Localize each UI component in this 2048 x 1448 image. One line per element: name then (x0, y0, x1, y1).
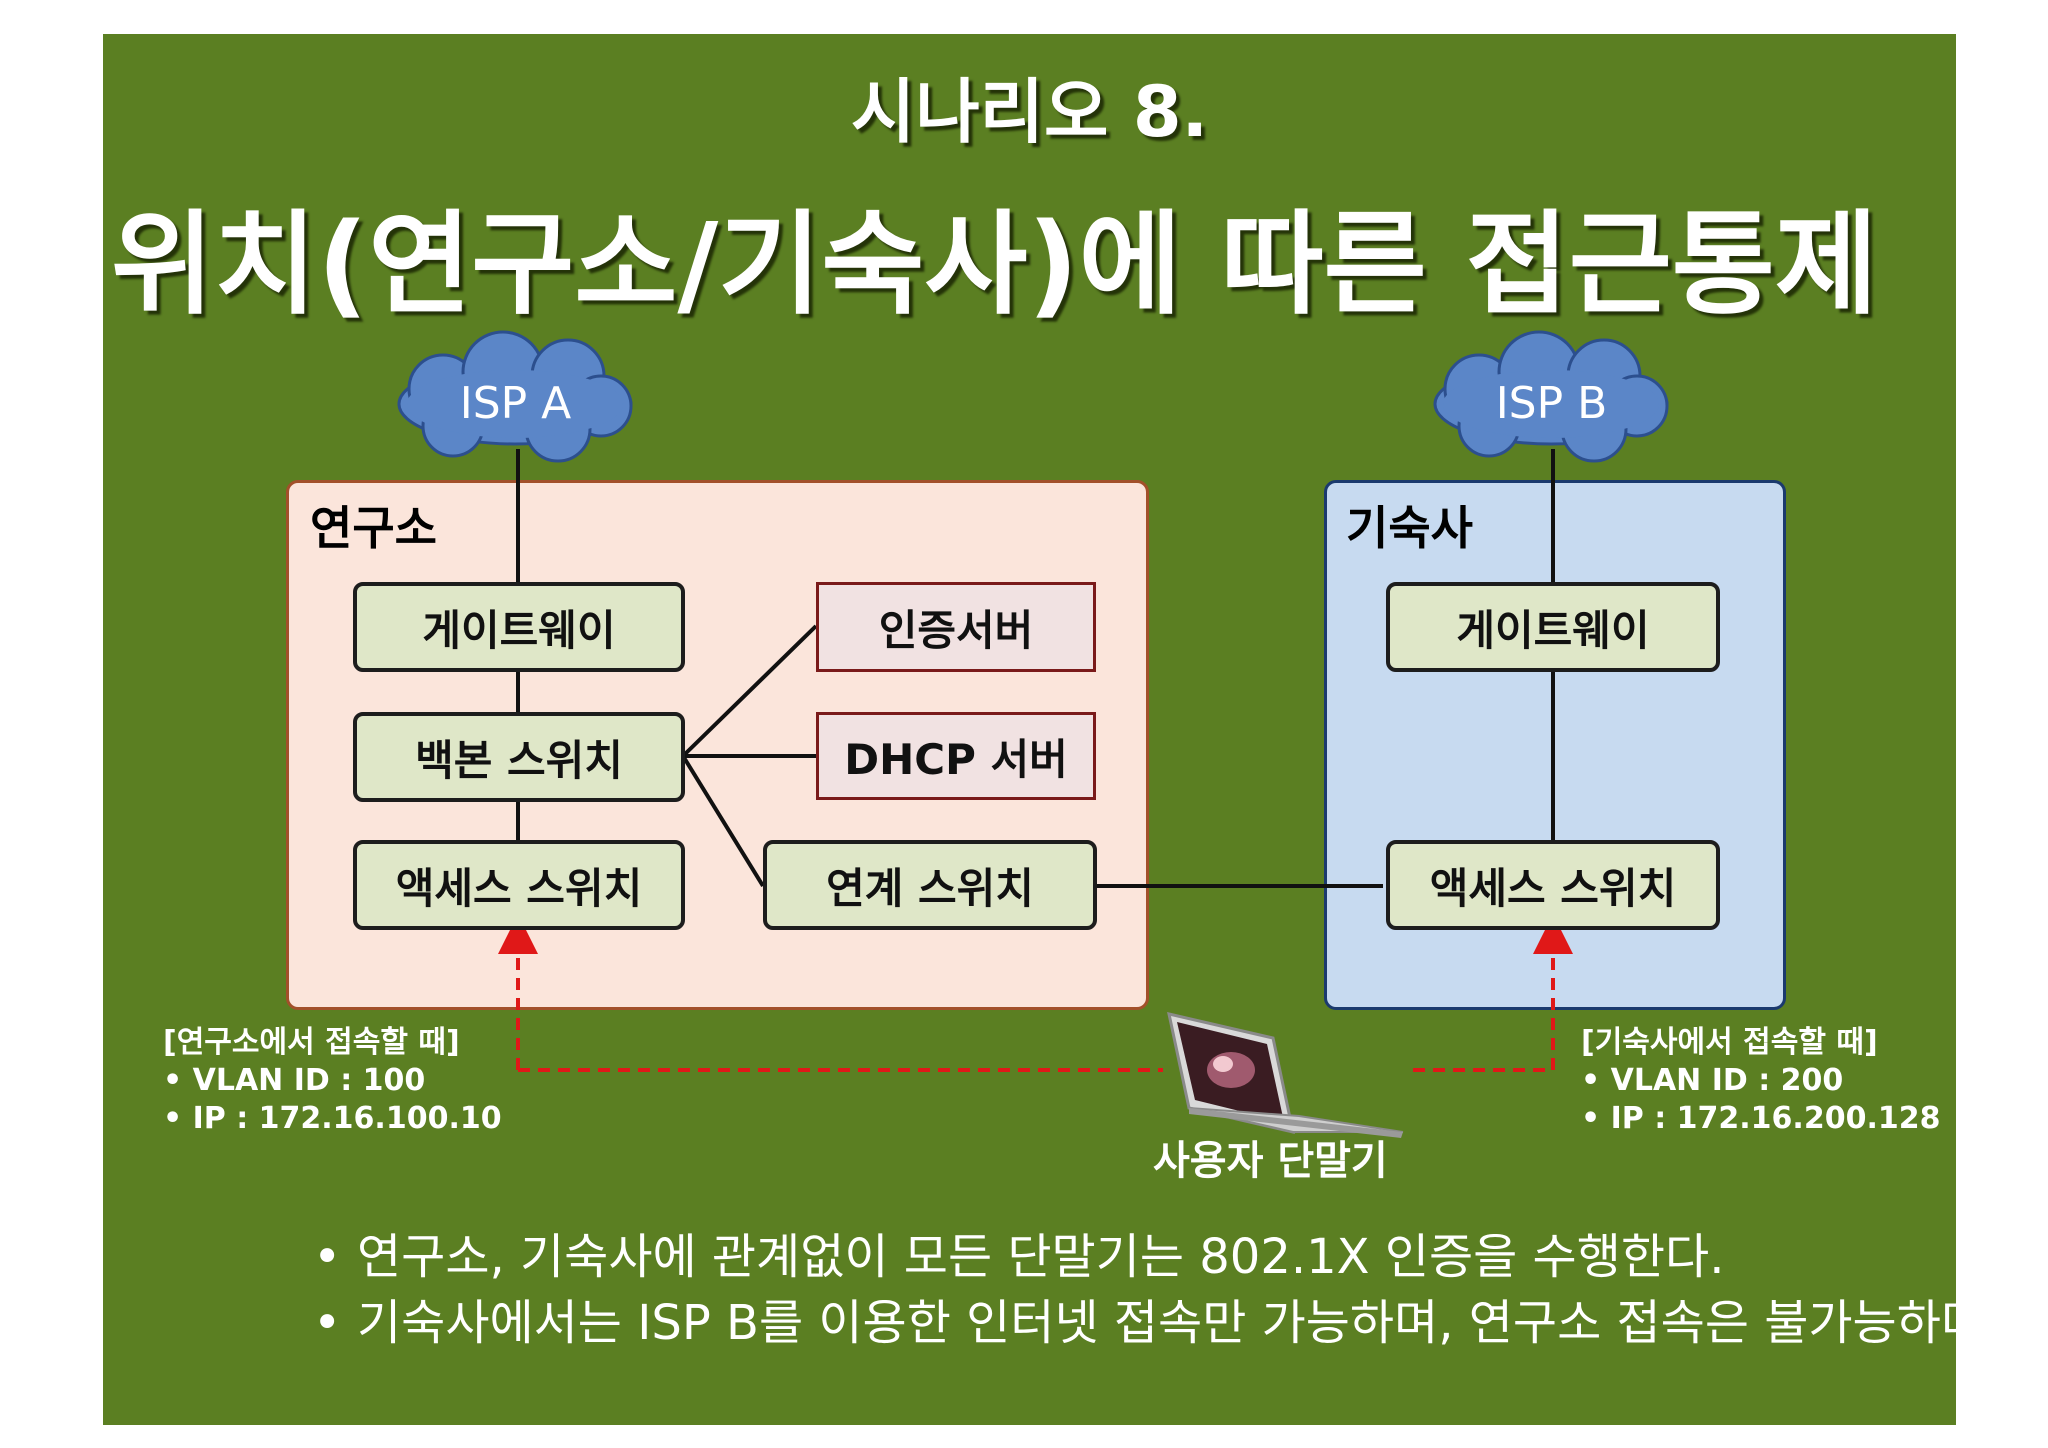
isp-b-cloud-icon (1433, 330, 1669, 463)
isp-a-label: ISP A (459, 378, 572, 429)
dorm-info-heading: [기숙사에서 접속할 때] (1581, 1025, 1878, 1060)
auth-server-node: 인증서버 (816, 582, 1096, 672)
link-switch-node: 연계 스위치 (763, 840, 1097, 930)
bullet-text-2: 기숙사에서는 ISP B를 이용한 인터넷 접속만 가능하며, 연구소 접속은 … (357, 1295, 1956, 1351)
dorm-info-vlan: • VLAN ID : 200 (1581, 1063, 1844, 1098)
network-diagram-graphics (397, 330, 1669, 1138)
slide-title-line1: 시나리오 8. (850, 71, 1209, 153)
isp-b-label: ISP B (1495, 378, 1608, 429)
lab-info-vlan: • VLAN ID : 100 (163, 1063, 426, 1098)
bullet-item-1: • 연구소, 기숙사에 관계없이 모든 단말기는 802.1X 인증을 수행한다. (313, 1224, 1956, 1290)
dorm-connection-info: [기숙사에서 접속할 때] • VLAN ID : 200 • IP : 172… (1581, 1024, 1940, 1138)
bullet-dot-icon: • (313, 1295, 342, 1351)
lab-info-heading: [연구소에서 접속할 때] (163, 1025, 460, 1060)
lab-gateway-node: 게이트웨이 (353, 582, 685, 672)
dorm-region-label: 기숙사 (1346, 501, 1473, 555)
laptop-icon (1167, 1012, 1404, 1138)
lab-region-label: 연구소 (310, 501, 437, 555)
bullet-item-2: • 기숙사에서는 ISP B를 이용한 인터넷 접속만 가능하며, 연구소 접속은… (313, 1290, 1956, 1356)
dorm-gateway-node: 게이트웨이 (1386, 582, 1720, 672)
bullet-list: • 연구소, 기숙사에 관계없이 모든 단말기는 802.1X 인증을 수행한다.… (313, 1224, 1956, 1356)
lab-backbone-switch-node: 백본 스위치 (353, 712, 685, 802)
slide-title-line2: 위치(연구소/기숙사)에 따른 접근통제 (111, 200, 1878, 330)
dorm-access-switch-node: 액세스 스위치 (1386, 840, 1720, 930)
lab-connections (516, 449, 1383, 888)
bullet-text-1: 연구소, 기숙사에 관계없이 모든 단말기는 802.1X 인증을 수행한다. (357, 1229, 1725, 1285)
auth-path-arrows (498, 914, 1573, 1072)
dhcp-server-node: DHCP 서버 (816, 712, 1096, 800)
dorm-info-ip: • IP : 172.16.200.128 (1581, 1101, 1941, 1136)
lab-access-switch-node: 액세스 스위치 (353, 840, 685, 930)
bullet-dot-icon: • (313, 1229, 342, 1285)
lab-connection-info: [연구소에서 접속할 때] • VLAN ID : 100 • IP : 172… (163, 1024, 502, 1138)
user-terminal-label: 사용자 단말기 (1153, 1138, 1388, 1184)
slide: 시나리오 8. 위치(연구소/기숙사)에 따른 접근통제 연구소 기숙사 (103, 34, 1956, 1425)
lab-info-ip: • IP : 172.16.100.10 (163, 1101, 502, 1136)
isp-a-cloud-icon (397, 330, 633, 463)
